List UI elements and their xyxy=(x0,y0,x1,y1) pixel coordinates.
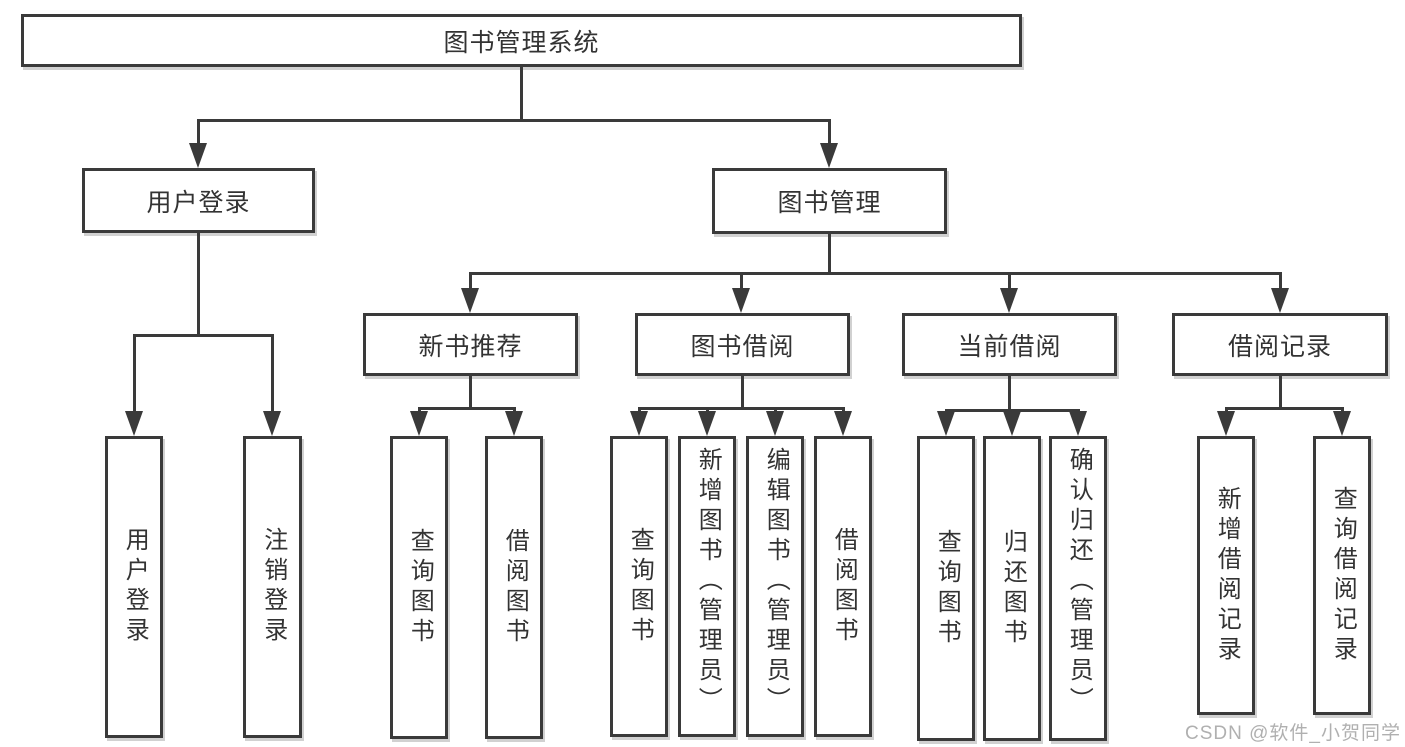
node-label: 编辑图书（管理员） xyxy=(762,447,790,717)
node-label: 查询图书 xyxy=(406,527,434,648)
leaf-add-borrow-record: 新增借阅记录 xyxy=(1197,436,1255,715)
node-label: 查询图书 xyxy=(626,526,654,647)
node-book-management: 图书管理 xyxy=(712,168,947,234)
leaf-query-books: 查询图书 xyxy=(610,436,668,737)
node-label: 新书推荐 xyxy=(418,332,523,361)
leaf-return-books: 归还图书 xyxy=(983,436,1041,741)
arrow-down-icon xyxy=(820,143,838,168)
arrow-down-icon xyxy=(766,411,784,436)
node-label: 图书借阅 xyxy=(690,332,795,361)
arrow-down-icon xyxy=(505,411,523,436)
node-current-borrow: 当前借阅 xyxy=(902,313,1117,376)
node-label: 用户登录 xyxy=(146,188,251,217)
tree-connector-line xyxy=(197,233,200,337)
node-new-book-recommend: 新书推荐 xyxy=(363,313,578,376)
node-label: 借阅图书 xyxy=(501,527,529,648)
leaf-add-books-admin: 新增图书（管理员） xyxy=(678,436,736,737)
tree-connector-line xyxy=(1008,376,1011,412)
node-label: 确认归还（管理员） xyxy=(1065,447,1093,717)
leaf-query-books: 查询图书 xyxy=(390,436,448,739)
node-label: 查询图书 xyxy=(933,528,961,649)
arrow-down-icon xyxy=(698,411,716,436)
arrow-down-icon xyxy=(732,288,750,313)
tree-connector-line xyxy=(638,407,845,410)
leaf-borrow-books: 借阅图书 xyxy=(814,436,872,737)
tree-connector-line xyxy=(133,334,274,337)
node-book-borrow: 图书借阅 xyxy=(635,313,850,376)
leaf-borrow-books: 借阅图书 xyxy=(485,436,543,739)
tree-connector-line xyxy=(828,119,831,147)
leaf-user-login: 用户登录 xyxy=(105,436,163,738)
tree-connector-line xyxy=(740,272,743,292)
node-label: 借阅图书 xyxy=(830,526,858,647)
node-borrow-records: 借阅记录 xyxy=(1172,313,1388,376)
node-user-login: 用户登录 xyxy=(82,168,315,233)
leaf-query-borrow-record: 查询借阅记录 xyxy=(1313,436,1371,715)
csdn-watermark: CSDN @软件_小贺同学 xyxy=(1185,723,1401,744)
tree-connector-line xyxy=(1008,272,1011,292)
node-label: 归还图书 xyxy=(999,528,1027,649)
node-label: 用户登录 xyxy=(121,527,149,647)
tree-connector-line xyxy=(828,233,831,275)
arrow-down-icon xyxy=(410,411,428,436)
leaf-edit-books-admin: 编辑图书（管理员） xyxy=(746,436,804,737)
node-label: 图书管理 xyxy=(777,189,882,217)
node-root-library-system: 图书管理系统 xyxy=(21,14,1022,67)
tree-connector-line xyxy=(469,376,472,410)
tree-connector-line xyxy=(741,376,744,410)
node-label: 新增图书（管理员） xyxy=(694,447,722,717)
arrow-down-icon xyxy=(461,288,479,313)
tree-connector-line xyxy=(520,67,523,122)
tree-connector-line xyxy=(469,272,1282,275)
tree-connector-line xyxy=(418,407,516,410)
tree-connector-line xyxy=(1279,376,1282,410)
arrow-down-icon xyxy=(1003,411,1021,436)
arrow-down-icon xyxy=(1333,411,1351,436)
tree-connector-line xyxy=(197,119,200,147)
tree-connector-line xyxy=(133,334,136,414)
tree-connector-line xyxy=(1225,407,1344,410)
node-label: 新增借阅记录 xyxy=(1213,485,1241,666)
arrow-down-icon xyxy=(630,411,648,436)
arrow-down-icon xyxy=(125,411,143,436)
arrow-down-icon xyxy=(1069,411,1087,436)
node-label: 借阅记录 xyxy=(1227,332,1332,361)
node-label: 当前借阅 xyxy=(957,332,1062,361)
arrow-down-icon xyxy=(1000,288,1018,313)
tree-connector-line xyxy=(197,119,831,122)
tree-connector-line xyxy=(469,272,472,292)
tree-connector-line xyxy=(1279,272,1282,292)
arrow-down-icon xyxy=(1217,411,1235,436)
arrow-down-icon xyxy=(937,411,955,436)
arrow-down-icon xyxy=(1271,288,1289,313)
tree-connector-line xyxy=(271,334,274,414)
arrow-down-icon xyxy=(834,411,852,436)
leaf-confirm-return-admin: 确认归还（管理员） xyxy=(1049,436,1107,741)
node-label: 查询借阅记录 xyxy=(1329,485,1357,666)
node-label: 图书管理系统 xyxy=(443,28,600,57)
arrow-down-icon xyxy=(263,411,281,436)
node-label: 注销登录 xyxy=(259,527,287,647)
arrow-down-icon xyxy=(189,143,207,168)
leaf-query-books: 查询图书 xyxy=(917,436,975,741)
leaf-logout: 注销登录 xyxy=(243,436,302,738)
